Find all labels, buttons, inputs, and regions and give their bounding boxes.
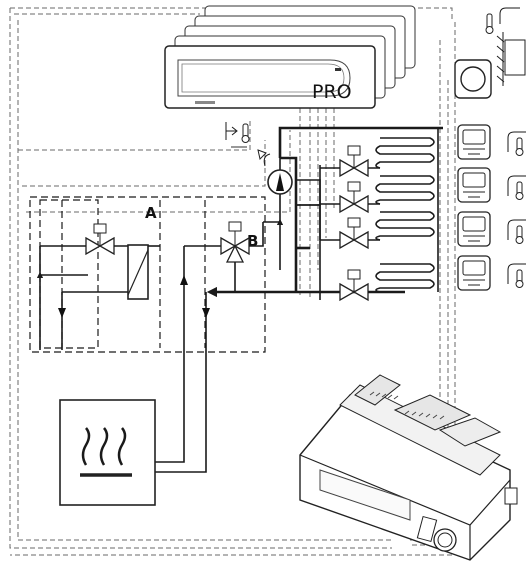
zone-b-piping <box>180 221 264 350</box>
zone-a-label: A <box>145 204 157 222</box>
controller-label: PRO <box>312 81 352 103</box>
room-thermostat-icon <box>457 167 491 203</box>
temperature-sensor-icon <box>507 175 526 200</box>
room-thermostat-icon <box>457 124 491 160</box>
zone-frames: A B <box>29 196 266 353</box>
temperature-sensor-column <box>507 131 526 288</box>
heat-exchanger-icon <box>127 244 149 300</box>
zone-a-piping <box>36 223 160 350</box>
room-thermostat-icon <box>457 255 491 291</box>
underfloor-loops <box>375 128 439 293</box>
room-sensor-icon <box>454 59 492 99</box>
wall-thermostat-icon <box>485 7 526 86</box>
controller-unit-icon <box>299 374 518 561</box>
heat-source-icon <box>59 399 156 506</box>
temperature-sensor-icon <box>507 263 526 288</box>
pump-icon <box>257 149 293 270</box>
temperature-sensor-icon <box>507 219 526 244</box>
controller-pro: PRO <box>164 5 416 109</box>
valve-icon <box>339 217 369 250</box>
temperature-sensor-icon <box>507 131 526 156</box>
three-way-valve-icon <box>220 221 250 263</box>
room-thermostat-icon <box>457 211 491 247</box>
valve-icon <box>339 145 369 178</box>
room-thermostat-column <box>457 124 491 291</box>
zone-valves <box>320 145 380 302</box>
valve-icon <box>85 223 115 256</box>
outdoor-sensor-icon <box>225 122 250 148</box>
valve-icon <box>339 181 369 214</box>
zone-b-label: B <box>247 232 258 250</box>
valve-icon <box>339 269 369 302</box>
